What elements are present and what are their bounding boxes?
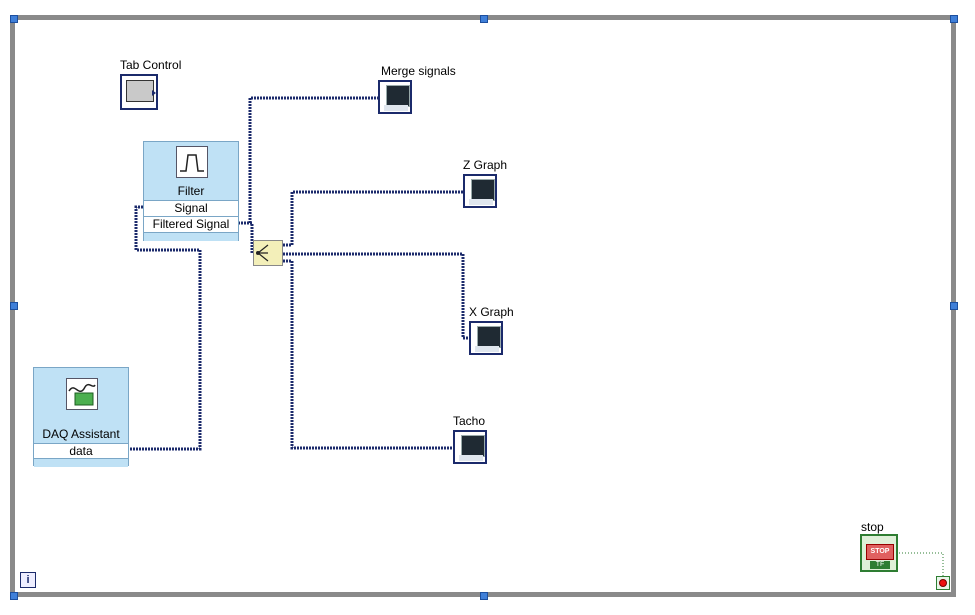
tab-control-label: Tab Control: [120, 58, 182, 72]
loop-resize-handle-bottom-mid[interactable]: [480, 592, 488, 600]
wire-filter-to-split: [238, 221, 254, 253]
daq-data-terminal[interactable]: data: [34, 443, 128, 459]
loop-resize-handle-mid-right[interactable]: [950, 302, 958, 310]
split-signals-node[interactable]: [253, 240, 283, 266]
x-graph-icon[interactable]: [469, 321, 503, 355]
tab-control-output-arrow: [152, 90, 156, 96]
loop-resize-handle-top-mid[interactable]: [480, 15, 488, 23]
filter-signal-terminal[interactable]: Signal: [144, 200, 238, 216]
daq-expand-handle[interactable]: [34, 458, 128, 467]
loop-resize-handle-bottom-left[interactable]: [10, 592, 18, 600]
daq-icon: [66, 378, 98, 410]
filter-filtered-signal-terminal[interactable]: Filtered Signal: [144, 216, 238, 232]
loop-resize-handle-top-right[interactable]: [950, 15, 958, 23]
stop-button-icon: STOP: [866, 544, 894, 560]
filter-title: Filter: [177, 184, 205, 198]
daq-title: DAQ Assistant: [42, 427, 120, 441]
iteration-terminal[interactable]: i: [20, 572, 36, 588]
tacho-label: Tacho: [453, 414, 486, 428]
stop-condition-icon: [939, 579, 947, 587]
wire-to-tacho: [283, 259, 454, 450]
filter-expand-handle[interactable]: [144, 232, 238, 241]
tab-control-terminal[interactable]: [120, 74, 158, 110]
stop-button-terminal[interactable]: STOP TF: [860, 534, 898, 572]
wire-to-z-graph: [283, 190, 463, 247]
tab-control-icon: [126, 80, 154, 102]
stop-boolean-type: TF: [870, 561, 890, 569]
wire-to-x-graph: [283, 252, 470, 340]
merge-signals-graph-icon[interactable]: [378, 80, 412, 114]
wire-daq-to-filter: [130, 205, 202, 451]
filter-express-vi[interactable]: Filter Signal Filtered Signal: [143, 141, 239, 241]
tacho-graph-icon[interactable]: [453, 430, 487, 464]
z-graph-icon[interactable]: [463, 174, 497, 208]
wire-stop-to-condition: [896, 552, 944, 578]
loop-resize-handle-top-left[interactable]: [10, 15, 18, 23]
wire-to-merge: [248, 96, 380, 223]
merge-signals-label: Merge signals: [381, 64, 456, 78]
daq-assistant-express-vi[interactable]: DAQ Assistant data: [33, 367, 129, 467]
stop-label: stop: [861, 520, 884, 534]
loop-condition-terminal[interactable]: [936, 576, 950, 590]
z-graph-label: Z Graph: [463, 158, 508, 172]
x-graph-label: X Graph: [469, 305, 514, 319]
loop-resize-handle-mid-left[interactable]: [10, 302, 18, 310]
filter-icon: [176, 146, 208, 178]
